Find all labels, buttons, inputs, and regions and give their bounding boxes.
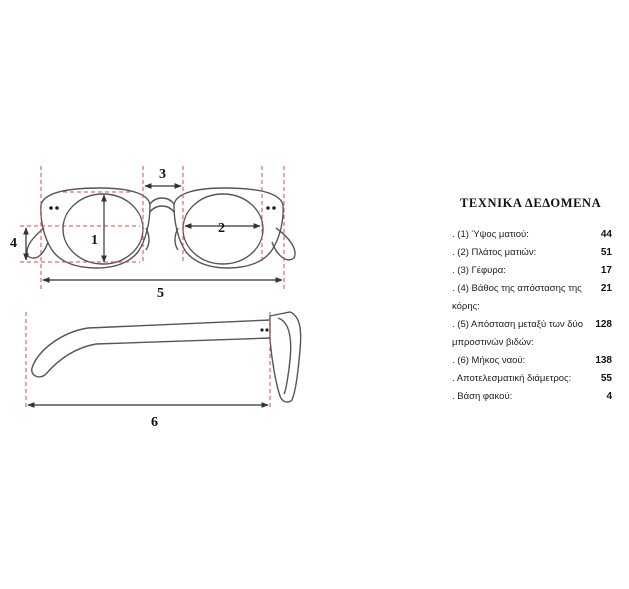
dimension-label-2: 2 <box>218 221 225 236</box>
spec-label: . (6) Μήκος ναού: <box>452 355 526 366</box>
spec-value: 128 <box>595 319 612 330</box>
guide-lines-front <box>20 166 285 292</box>
temple-arm <box>31 319 271 378</box>
spec-label: . (2) Πλάτος ματιών: <box>452 247 537 258</box>
spec-row-screw-distance: . (5) Απόσταση μεταξύ των δύο μπροστινών… <box>452 316 612 352</box>
spec-value: 55 <box>600 373 612 384</box>
spec-label: . (4) Βάθος της απόστασης της κόρης: <box>452 283 582 312</box>
bridge <box>149 197 175 213</box>
specs-list: . (1) Ύψος ματιού: 44 . (2) Πλάτος ματιώ… <box>452 226 612 406</box>
spec-value: 21 <box>600 283 612 294</box>
dimension-label-4: 4 <box>10 236 17 251</box>
technical-specs-panel: ΤΕΧΝΙΚΑ ΔΕΔΟΜΕΝΑ . (1) Ύψος ματιού: 44 .… <box>452 196 612 406</box>
specs-title: ΤΕΧΝΙΚΑ ΔΕΔΟΜΕΝΑ <box>460 196 602 210</box>
spec-label: . (1) Ύψος ματιού: <box>452 229 529 240</box>
left-frame <box>40 187 151 269</box>
spec-label: . (3) Γέφυρα: <box>452 265 506 276</box>
spec-row-eye-height: . (1) Ύψος ματιού: 44 <box>452 226 612 244</box>
spec-row-pupil-depth: . (4) Βάθος της απόστασης της κόρης: 21 <box>452 280 612 316</box>
spec-value: 138 <box>595 355 612 366</box>
dimension-arrows-front <box>23 183 283 283</box>
spec-row-bridge: . (3) Γέφυρα: 17 <box>452 262 612 280</box>
dimension-label-3: 3 <box>159 167 166 182</box>
spec-row-eye-width: . (2) Πλάτος ματιών: 51 <box>452 244 612 262</box>
glasses-front-view <box>26 187 296 269</box>
dimension-label-6: 6 <box>151 415 158 430</box>
spec-label: . Αποτελεσματική διάμετρος: <box>452 373 572 384</box>
frame-side <box>269 311 302 403</box>
hinge-rivets <box>49 206 276 210</box>
right-temple-stub <box>271 227 296 261</box>
guide-lines-side <box>25 312 271 410</box>
spec-value: 51 <box>600 247 612 258</box>
spec-row-lens-base: . Βάση φακού: 4 <box>452 388 612 406</box>
spec-value: 17 <box>600 265 612 276</box>
spec-label: . (5) Απόσταση μεταξύ των δύο μπροστινών… <box>452 319 584 348</box>
spec-label: . Βάση φακού: <box>452 391 513 402</box>
dimension-label-1: 1 <box>91 233 98 248</box>
side-rivets <box>260 328 269 332</box>
right-frame <box>173 187 284 269</box>
dimension-label-5: 5 <box>157 286 164 301</box>
spec-value: 4 <box>606 391 612 402</box>
spec-row-effective-diameter: . Αποτελεσματική διάμετρος: 55 <box>452 370 612 388</box>
spec-row-temple-length: . (6) Μήκος ναού: 138 <box>452 352 612 370</box>
left-lens <box>62 193 144 265</box>
spec-value: 44 <box>600 229 612 240</box>
glasses-side-view <box>31 311 302 403</box>
